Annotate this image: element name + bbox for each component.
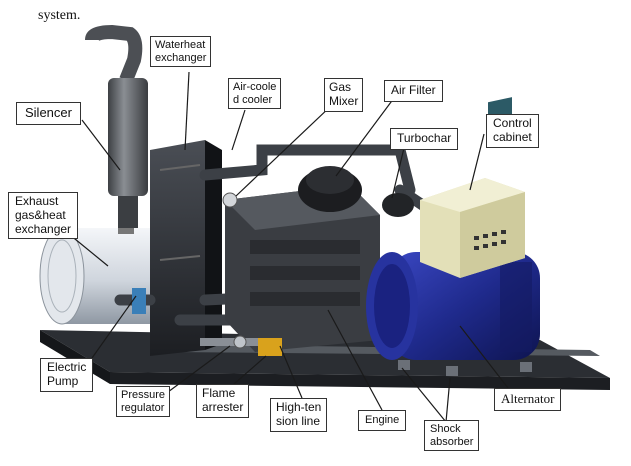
label-silencer: Silencer xyxy=(16,102,81,125)
control-cabinet xyxy=(420,97,525,278)
label-electric-pump: Electric Pump xyxy=(40,358,94,392)
label-control-cabinet: Control cabinet xyxy=(486,114,539,148)
gas-train xyxy=(132,288,282,356)
label-alternator: Alternator xyxy=(494,388,562,411)
leader-lines xyxy=(63,71,509,423)
engine-block xyxy=(222,185,380,352)
caption-text: system. xyxy=(38,8,81,23)
label-flame-arrester: Flame arrester xyxy=(196,384,250,418)
label-air-cooled-cooler: Air-coole d cooler xyxy=(228,78,282,110)
alternator xyxy=(366,252,540,360)
label-air-filter: Air Filter xyxy=(384,80,443,102)
label-engine: Engine xyxy=(358,410,407,431)
label-waterheat-exchanger: Waterheat exchanger xyxy=(150,36,212,68)
label-high-tension-line: High-ten sion line xyxy=(270,398,328,432)
label-pressure-regulator: Pressure regulator xyxy=(116,386,171,418)
label-shock-absorber: Shock absorber xyxy=(424,420,480,452)
label-turbochar: Turbochar xyxy=(390,128,459,150)
silencer xyxy=(85,24,148,228)
label-exhaust-heat-exchanger: Exhaust gas&heat exchanger xyxy=(8,192,79,240)
shock-absorbers xyxy=(398,360,532,376)
label-gas-mixer: Gas Mixer xyxy=(324,78,364,112)
turbo-air-filter xyxy=(298,166,414,217)
